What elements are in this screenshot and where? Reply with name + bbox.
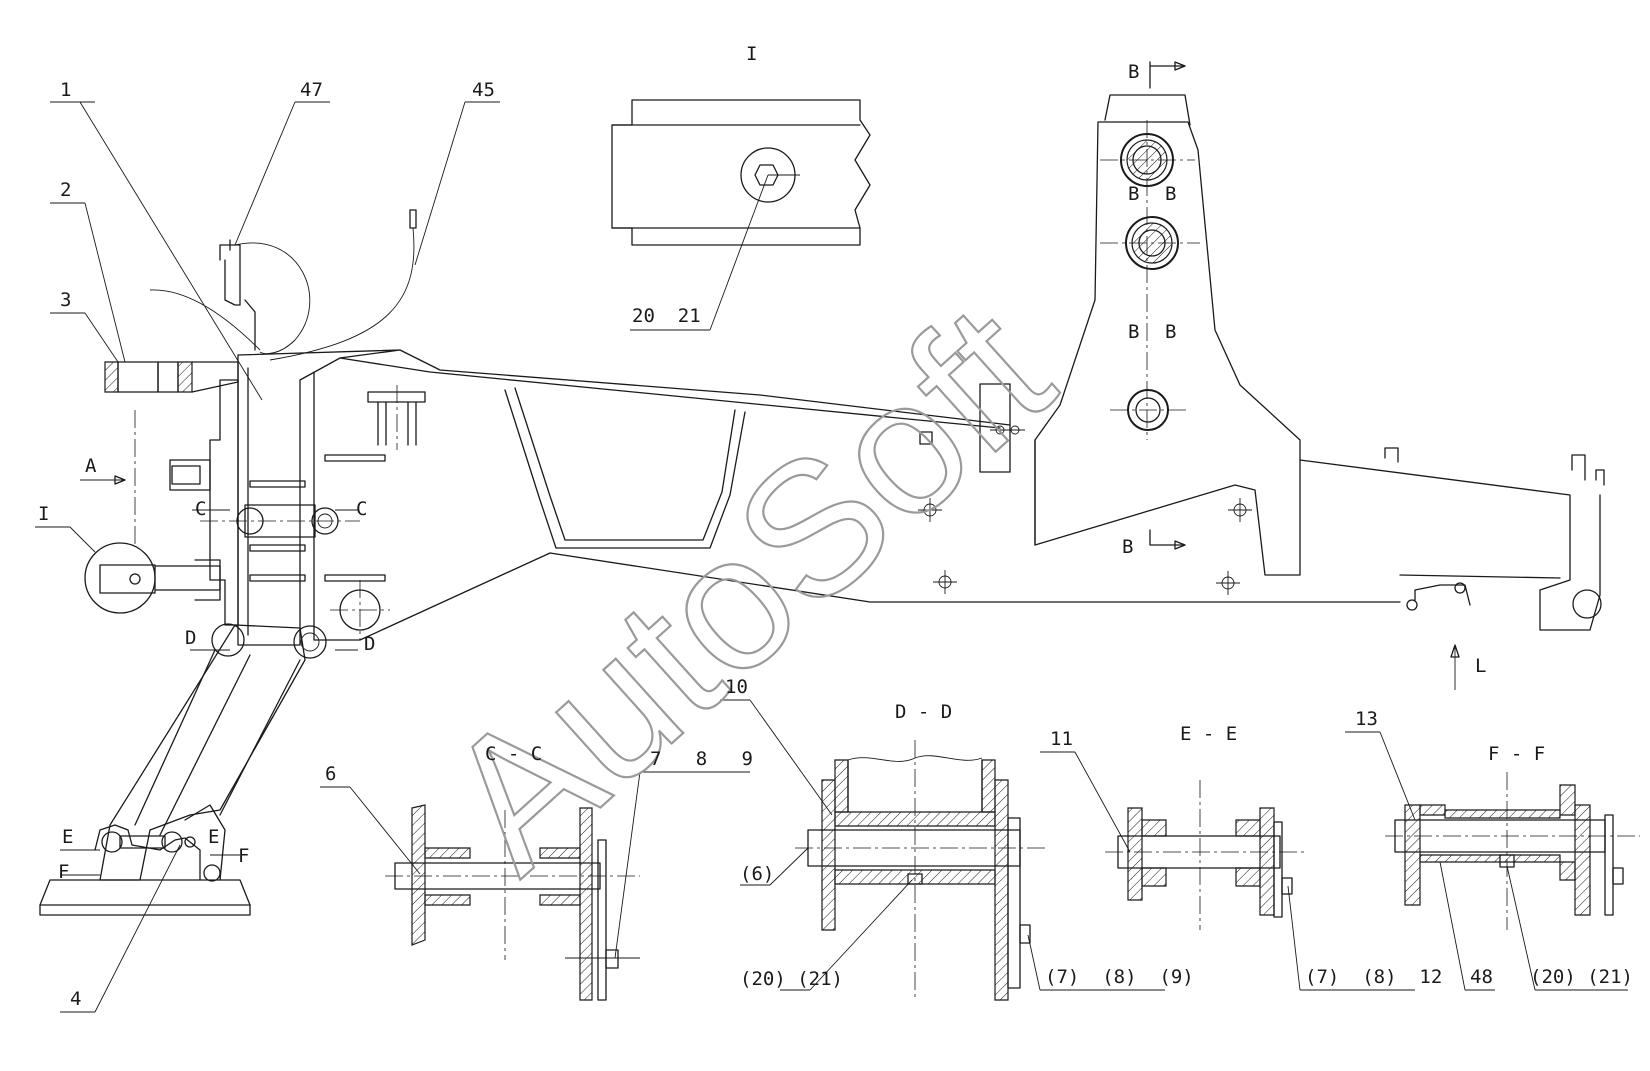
mark-b-bottom: B: [1122, 536, 1133, 558]
section-title-cc: C - C: [485, 743, 542, 765]
section-title-dd: D - D: [895, 701, 952, 723]
support-leg: [39, 623, 327, 916]
mark-c-right: C: [356, 498, 367, 520]
mark-i-bubble: I: [38, 503, 49, 525]
callout-10: 10: [725, 676, 748, 698]
mark-a: A: [85, 455, 97, 477]
callout-13: 13: [1355, 708, 1378, 730]
section-title-ff: F - F: [1488, 743, 1545, 765]
callout-1: 1: [60, 79, 71, 101]
mark-d-right: D: [364, 633, 375, 655]
section-title-ee: E - E: [1180, 723, 1237, 745]
mark-c-left: C: [195, 498, 206, 520]
mark-b-4: B: [1165, 321, 1176, 343]
callout-20-21-ref-dd: (20) (21): [740, 968, 843, 990]
section-ff: [1385, 772, 1640, 930]
callout-6: 6: [325, 763, 336, 785]
section-cc: [385, 804, 640, 1001]
mark-f-left: F: [58, 861, 69, 883]
mark-b-2: B: [1165, 183, 1176, 205]
callout-7-8-9-ref: (7) (8) (9): [1045, 966, 1194, 988]
callout-4: 4: [70, 988, 81, 1010]
callout-45: 45: [472, 79, 495, 101]
mark-e-left: E: [62, 826, 73, 848]
detail-view-i: [611, 99, 871, 246]
mark-d-left: D: [185, 627, 196, 649]
mark-b-top: B: [1128, 61, 1139, 83]
section-arrows: [60, 61, 1460, 876]
labels: I 1 2 3 47 45 20 21 4 6 7 8 9 10 (6) (20…: [38, 43, 1633, 1010]
section-dd: [795, 740, 1045, 1001]
detail-view-label: I: [746, 43, 757, 65]
mark-b-3: B: [1128, 321, 1139, 343]
mark-l: L: [1475, 655, 1486, 677]
callout-6-ref: (6): [740, 863, 774, 885]
callout-3: 3: [60, 289, 71, 311]
callout-48: 48: [1470, 966, 1493, 988]
callout-7-8-12: (7) (8) 12: [1305, 966, 1442, 988]
mark-f-right: F: [238, 845, 249, 867]
leader-lines: [35, 101, 1628, 1013]
callout-11: 11: [1050, 728, 1073, 750]
callout-7-8-9: 7 8 9: [650, 748, 753, 770]
mark-b-1: B: [1128, 183, 1139, 205]
callout-2: 2: [60, 179, 71, 201]
callout-47: 47: [300, 79, 323, 101]
callout-20-21-ref-ff: (20) (21): [1530, 966, 1633, 988]
cradle-guide: [504, 387, 746, 549]
section-ee: [1105, 780, 1305, 930]
callout-20-21: 20 21: [632, 305, 701, 327]
front-assembly: [84, 209, 426, 640]
main-frame: [237, 94, 1605, 646]
mark-e-right: E: [208, 826, 219, 848]
